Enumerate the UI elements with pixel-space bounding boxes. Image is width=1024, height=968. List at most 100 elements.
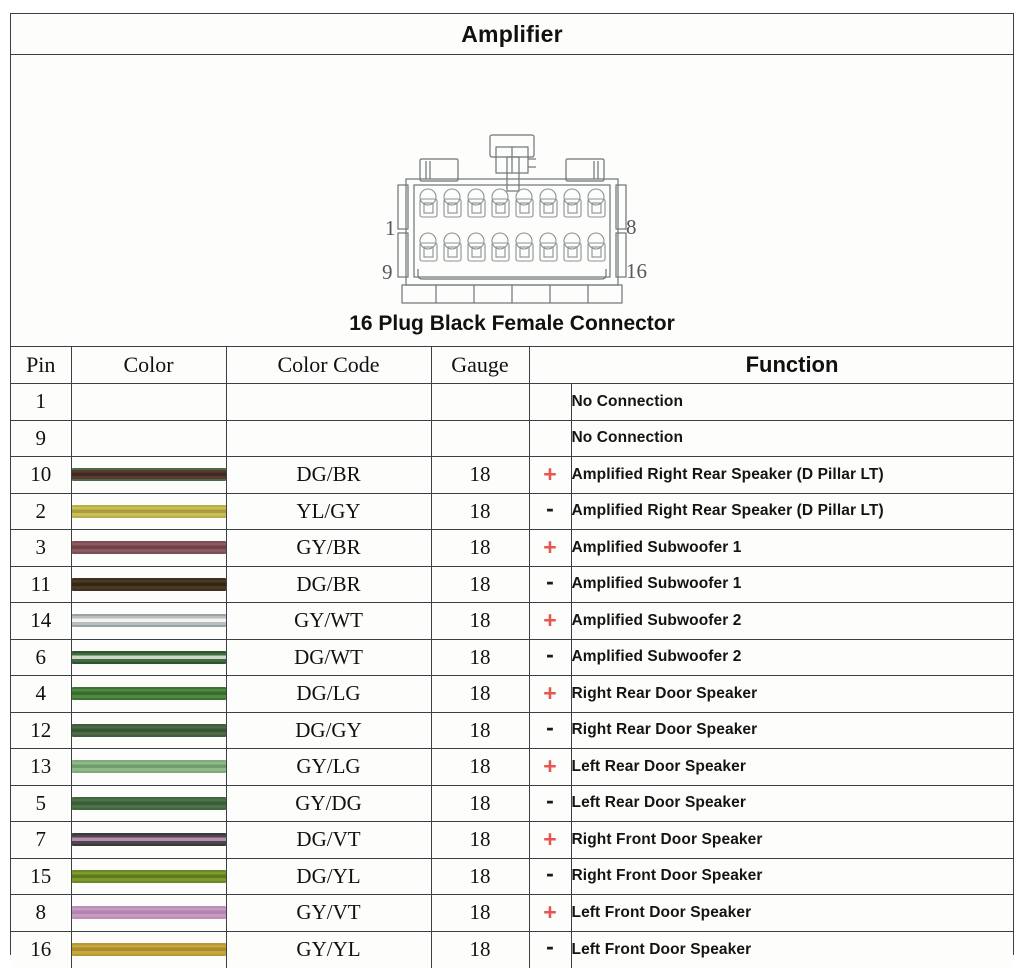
- wire-color-swatch: [71, 614, 226, 628]
- cell-color-swatch: [70, 748, 227, 786]
- cell-gauge: [430, 420, 530, 457]
- cell-function: Amplified Subwoofer 1: [570, 529, 1013, 567]
- cell-pin: 1: [11, 383, 72, 421]
- cell-gauge: 18: [430, 821, 530, 859]
- cell-polarity: -: [528, 712, 572, 749]
- cell-gauge: 18: [430, 456, 530, 494]
- polarity-minus-icon: -: [546, 567, 554, 594]
- cell-color-swatch: [70, 675, 227, 713]
- page-title: Amplifier: [461, 20, 563, 47]
- cell-color-swatch: [70, 529, 227, 567]
- cell-pin: 4: [11, 675, 72, 713]
- cell-pin: 8: [11, 894, 72, 932]
- polarity-minus-icon: -: [546, 786, 554, 813]
- cell-polarity: +: [528, 821, 572, 859]
- wire-color-swatch: [71, 796, 226, 810]
- polarity-minus-icon: -: [546, 933, 554, 959]
- cell-pin: 15: [11, 858, 72, 895]
- cell-function: Left Front Door Speaker: [570, 931, 1013, 968]
- cell-function: Right Front Door Speaker: [570, 858, 1013, 895]
- cell-color-swatch: [70, 931, 227, 968]
- connector-caption: 16 Plug Black Female Connector: [349, 312, 675, 335]
- cell-polarity: -: [528, 931, 572, 968]
- connector-pin-label-1: 1: [385, 216, 396, 240]
- sheet-title-bar: Amplifier: [11, 14, 1013, 55]
- cell-color-code: GY/VT: [225, 894, 432, 932]
- cell-gauge: 18: [430, 529, 530, 567]
- wire-color-swatch: [71, 577, 226, 591]
- cell-gauge: 18: [430, 675, 530, 713]
- connector-illustration-block: 1 8 9 16 16 Plug Black Female Connector: [11, 55, 1013, 347]
- cell-color-swatch: [70, 602, 227, 640]
- polarity-plus-icon: +: [543, 826, 557, 853]
- cell-function: Left Rear Door Speaker: [570, 748, 1013, 786]
- cell-gauge: 18: [430, 894, 530, 932]
- wire-color-swatch: [71, 943, 226, 956]
- cell-color-code: DG/BR: [225, 566, 432, 603]
- cell-gauge: 18: [430, 748, 530, 786]
- cell-polarity: +: [528, 529, 572, 567]
- column-header-pin: Pin: [11, 347, 72, 384]
- cell-polarity: -: [528, 785, 572, 822]
- cell-function: Right Rear Door Speaker: [570, 675, 1013, 713]
- cell-color-code: DG/GY: [225, 712, 432, 749]
- cell-color-swatch: [70, 821, 227, 859]
- cell-gauge: 18: [430, 493, 530, 530]
- cell-function: No Connection: [570, 383, 1013, 421]
- polarity-minus-icon: -: [546, 859, 554, 886]
- wire-color-swatch: [71, 906, 226, 920]
- cell-pin: 14: [11, 602, 72, 640]
- cell-polarity: +: [528, 748, 572, 786]
- column-header-gauge: Gauge: [430, 347, 530, 384]
- cell-function: Amplified Subwoofer 2: [570, 639, 1013, 676]
- wire-color-swatch: [71, 504, 226, 518]
- cell-function: Right Rear Door Speaker: [570, 712, 1013, 749]
- cell-function: Amplified Right Rear Speaker (D Pillar L…: [570, 493, 1013, 530]
- table-row: 1 No Connection: [11, 383, 1013, 421]
- connector-diagram-icon: [362, 133, 662, 308]
- polarity-minus-icon: -: [546, 494, 554, 521]
- cell-pin: 2: [11, 493, 72, 530]
- cell-pin: 12: [11, 712, 72, 749]
- wire-color-swatch: [71, 869, 226, 883]
- polarity-plus-icon: +: [543, 607, 557, 634]
- polarity-plus-icon: +: [543, 461, 557, 488]
- cell-gauge: 18: [430, 785, 530, 822]
- cell-color-code: GY/YL: [225, 931, 432, 968]
- cell-gauge: [430, 383, 530, 421]
- column-header-polarity: [528, 347, 571, 384]
- cell-color-swatch: [70, 712, 227, 749]
- cell-color-swatch: [70, 639, 227, 676]
- cell-gauge: 18: [430, 566, 530, 603]
- polarity-minus-icon: -: [546, 713, 554, 740]
- polarity-plus-icon: +: [543, 534, 557, 561]
- cell-color-code: GY/WT: [225, 602, 432, 640]
- cell-polarity: -: [528, 566, 572, 603]
- column-header-color: Color: [70, 347, 227, 384]
- column-header-function: Function: [571, 347, 1013, 384]
- cell-color-swatch: [70, 858, 227, 895]
- polarity-plus-icon: +: [543, 899, 557, 926]
- cell-color-code: DG/WT: [225, 639, 432, 676]
- cell-color-code: YL/GY: [225, 493, 432, 530]
- connector-pin-label-9: 9: [382, 260, 393, 284]
- cell-gauge: 18: [430, 931, 530, 968]
- cell-function: Left Rear Door Speaker: [570, 785, 1013, 822]
- cell-polarity: +: [528, 456, 572, 494]
- cell-polarity: [528, 383, 572, 421]
- cell-polarity: -: [528, 639, 572, 676]
- cell-color-swatch: [70, 383, 227, 421]
- polarity-plus-icon: +: [543, 680, 557, 707]
- polarity-plus-icon: +: [543, 753, 557, 780]
- cell-pin: 5: [11, 785, 72, 822]
- cell-pin: 11: [11, 566, 72, 603]
